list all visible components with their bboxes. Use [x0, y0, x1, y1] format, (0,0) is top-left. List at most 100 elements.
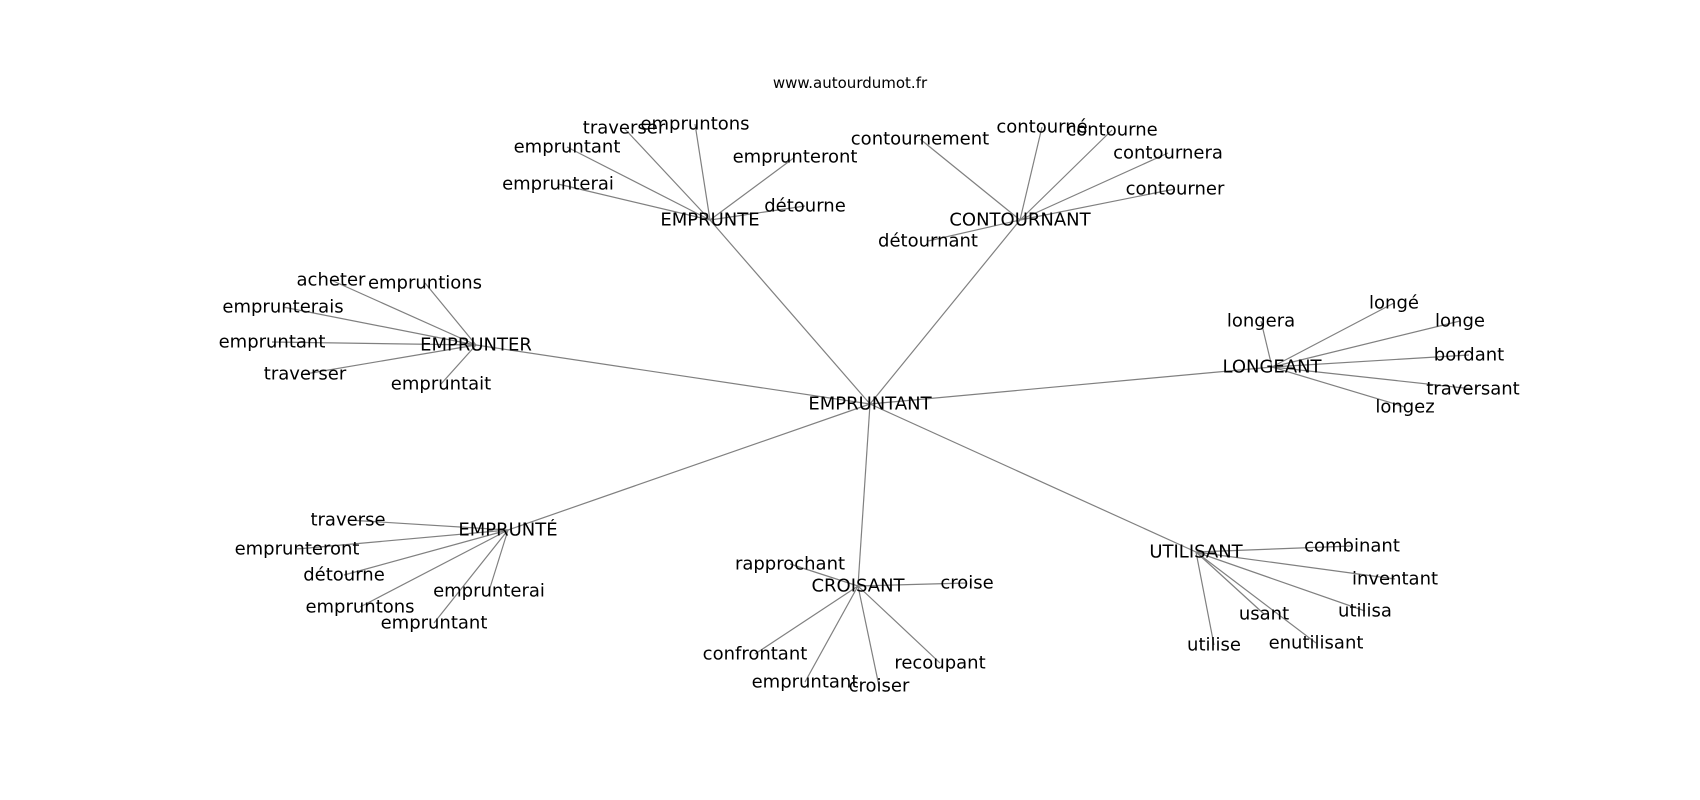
edge-longeant-leaf-5	[1271, 366, 1406, 408]
edge-emprunter-leaf-4	[304, 344, 477, 375]
leaf-node-utilisant-0: combinant	[1304, 536, 1400, 557]
cluster-node-utilisant: UTILISANT	[1149, 542, 1243, 563]
leaf-node-longeant-0: longera	[1227, 311, 1295, 332]
edge-contournant-leaf-2	[1019, 129, 1113, 221]
edge-croisant-leaf-1	[857, 582, 968, 587]
edge-longeant-leaf-2	[1271, 320, 1461, 368]
leaf-node-emprunter-0: acheter	[297, 270, 367, 291]
edge-center-croisant	[857, 403, 871, 587]
leaf-node-longeant-1: longé	[1369, 293, 1419, 314]
leaf-node-croisant-2: confrontant	[703, 644, 808, 665]
edge-center-emprunter	[475, 344, 871, 405]
leaf-node-contournant-0: contournement	[851, 129, 989, 150]
edge-emprunte-leaf-2	[566, 146, 711, 221]
edge-longeant-leaf-4	[1271, 366, 1474, 390]
leaf-node-longeant-5: longez	[1375, 397, 1434, 418]
leaf-node-croisant-5: croiser	[849, 676, 910, 697]
edge-emprunter-leaf-5	[440, 344, 477, 385]
edge-emprunte-accent-leaf-2	[343, 529, 509, 576]
edge-contournant-leaf-5	[927, 219, 1021, 242]
edge-emprunte-accent-leaf-5	[433, 529, 509, 624]
leaf-node-emprunte-1: empruntons	[640, 114, 749, 135]
cluster-node-emprunte-accent: EMPRUNTÉ	[458, 519, 557, 541]
edge-contournant-leaf-1	[1019, 126, 1043, 221]
edge-emprunter-leaf-1	[424, 282, 477, 346]
leaf-node-emprunte-accent-0: traverse	[310, 510, 385, 531]
leaf-node-croisant-3: recoupant	[894, 653, 985, 674]
leaf-node-emprunte-4: emprunterai	[502, 174, 614, 195]
leaf-node-utilisant-4: enutilisant	[1269, 633, 1364, 654]
leaf-node-emprunte-accent-1: emprunteront	[235, 539, 360, 560]
edge-croisant-leaf-2	[754, 585, 859, 655]
edge-utilisant-leaf-4	[1195, 551, 1317, 644]
edge-emprunte-accent-leaf-1	[296, 529, 509, 550]
edge-longeant-leaf-1	[1271, 302, 1395, 368]
leaf-node-utilisant-1: inventant	[1352, 569, 1438, 590]
labels-layer: www.autourdumot.fr EMPRUNTEtraverserempr…	[219, 74, 1520, 697]
edge-contournant-leaf-0	[919, 138, 1021, 221]
leaf-node-contournant-3: contournera	[1113, 143, 1223, 164]
leaf-node-longeant-3: bordant	[1434, 345, 1504, 366]
edge-croisant-leaf-3	[857, 585, 941, 664]
leaf-node-utilisant-2: utilisa	[1338, 601, 1392, 622]
leaf-node-emprunter-2: emprunterais	[222, 297, 343, 318]
leaf-node-croisant-4: empruntant	[752, 672, 859, 693]
edge-longeant-leaf-0	[1260, 320, 1273, 368]
cluster-node-emprunter: EMPRUNTER	[420, 335, 532, 356]
leaf-node-croisant-0: rapprochant	[735, 554, 845, 575]
leaf-node-utilisant-3: usant	[1239, 604, 1289, 625]
cluster-node-longeant: LONGEANT	[1222, 357, 1322, 378]
leaf-node-longeant-2: longe	[1435, 311, 1485, 332]
leaf-node-emprunte-2: empruntant	[514, 137, 621, 158]
leaf-node-emprunter-5: empruntait	[391, 374, 491, 395]
leaf-node-croisant-1: croise	[940, 573, 993, 594]
leaf-node-emprunte-5: détourne	[764, 196, 846, 217]
edge-longeant-leaf-3	[1271, 354, 1470, 368]
leaf-node-emprunter-1: empruntions	[368, 273, 482, 294]
edge-utilisant-leaf-1	[1195, 551, 1396, 580]
leaf-node-emprunter-3: empruntant	[219, 332, 326, 353]
edge-utilisant-leaf-0	[1195, 545, 1353, 553]
leaf-node-contournant-1: contourné	[996, 117, 1087, 138]
leaf-node-contournant-4: contourner	[1126, 179, 1225, 200]
edge-emprunte-leaf-5	[709, 205, 806, 221]
leaf-node-emprunter-4: traverser	[264, 364, 347, 385]
source-url: www.autourdumot.fr	[773, 74, 928, 92]
leaf-node-emprunte-accent-4: emprunterai	[433, 581, 545, 602]
edge-center-utilisant	[869, 403, 1197, 553]
edge-emprunter-leaf-2	[282, 306, 477, 346]
edge-center-emprunte	[709, 219, 871, 405]
edge-utilisant-leaf-5	[1195, 551, 1215, 646]
edge-emprunte-leaf-0	[623, 127, 711, 221]
leaf-node-emprunte-accent-5: empruntant	[381, 613, 488, 634]
edge-emprunter-leaf-0	[330, 279, 477, 346]
edge-utilisant-leaf-2	[1195, 551, 1366, 612]
edge-contournant-leaf-3	[1019, 152, 1169, 221]
cluster-node-contournant: CONTOURNANT	[949, 210, 1091, 231]
cluster-node-emprunte: EMPRUNTE	[660, 210, 759, 231]
edge-croisant-leaf-0	[789, 563, 859, 587]
edge-emprunte-leaf-3	[709, 156, 796, 221]
leaf-node-emprunte-0: traverser	[583, 118, 666, 139]
edge-emprunter-leaf-3	[271, 341, 477, 346]
edge-emprunte-leaf-1	[694, 123, 711, 221]
edge-emprunte-accent-leaf-3	[359, 529, 509, 608]
edge-center-contournant	[869, 219, 1021, 405]
edge-utilisant-leaf-3	[1195, 551, 1265, 615]
leaf-node-emprunte-accent-2: détourne	[303, 565, 385, 586]
edge-croisant-leaf-4	[804, 585, 859, 683]
edge-emprunte-leaf-4	[557, 183, 711, 221]
edge-emprunte-accent-leaf-0	[347, 519, 509, 531]
edge-center-longeant	[869, 366, 1273, 405]
leaf-node-longeant-4: traversant	[1426, 379, 1520, 400]
leaf-node-emprunte-3: emprunteront	[733, 147, 858, 168]
leaf-node-emprunte-accent-3: empruntons	[305, 597, 414, 618]
edge-emprunte-accent-leaf-4	[488, 529, 509, 592]
cluster-node-croisant: CROISANT	[811, 576, 905, 597]
center-node: EMPRUNTANT	[808, 394, 932, 415]
edges-layer	[271, 123, 1474, 687]
edge-croisant-leaf-5	[857, 585, 880, 687]
edge-center-emprunte-accent	[507, 403, 871, 531]
edge-contournant-leaf-4	[1019, 188, 1176, 221]
